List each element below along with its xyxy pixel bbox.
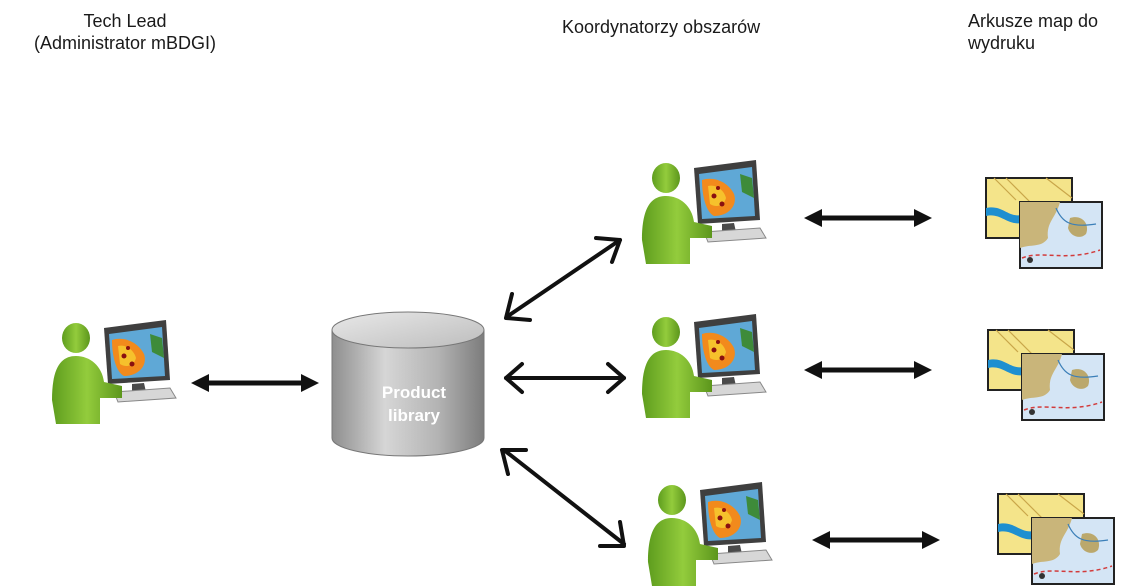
map-sheet-2-icon [987,329,1105,421]
coordinator-3-workstation-icon [647,481,773,587]
coordinators-title: Koordynatorzy obszarów [562,17,761,37]
coordinator2-map-arrow [804,361,932,379]
coordinator-1-workstation-icon [641,159,767,265]
database-coordinator2-arrow [504,362,626,394]
map-sheets-label: Arkusze map do wydruku [968,10,1098,54]
tech-lead-label: Tech Lead (Administrator mBDGI) [10,10,240,54]
map-sheets-title-line2: wydruku [968,33,1036,53]
coordinators-label: Koordynatorzy obszarów [562,16,760,38]
coordinator3-map-arrow [812,531,940,549]
database-coordinator1-arrow [504,236,622,322]
map-sheets-title-line1: Arkusze map do [968,11,1099,31]
tech-lead-subtitle: (Administrator mBDGI) [33,33,217,53]
database-icon: Product library [331,311,485,457]
database-label-line1: Product [382,383,447,402]
database-label-line2: library [388,406,441,425]
database-coordinator3-arrow [500,448,626,548]
map-sheet-3-icon [997,493,1115,585]
map-sheet-1-icon [985,177,1103,269]
tech-lead-workstation-icon [51,319,177,425]
tech-lead-database-arrow [191,374,319,392]
coordinator-2-workstation-icon [641,313,767,419]
tech-lead-title: Tech Lead [83,11,167,31]
coordinator1-map-arrow [804,209,932,227]
